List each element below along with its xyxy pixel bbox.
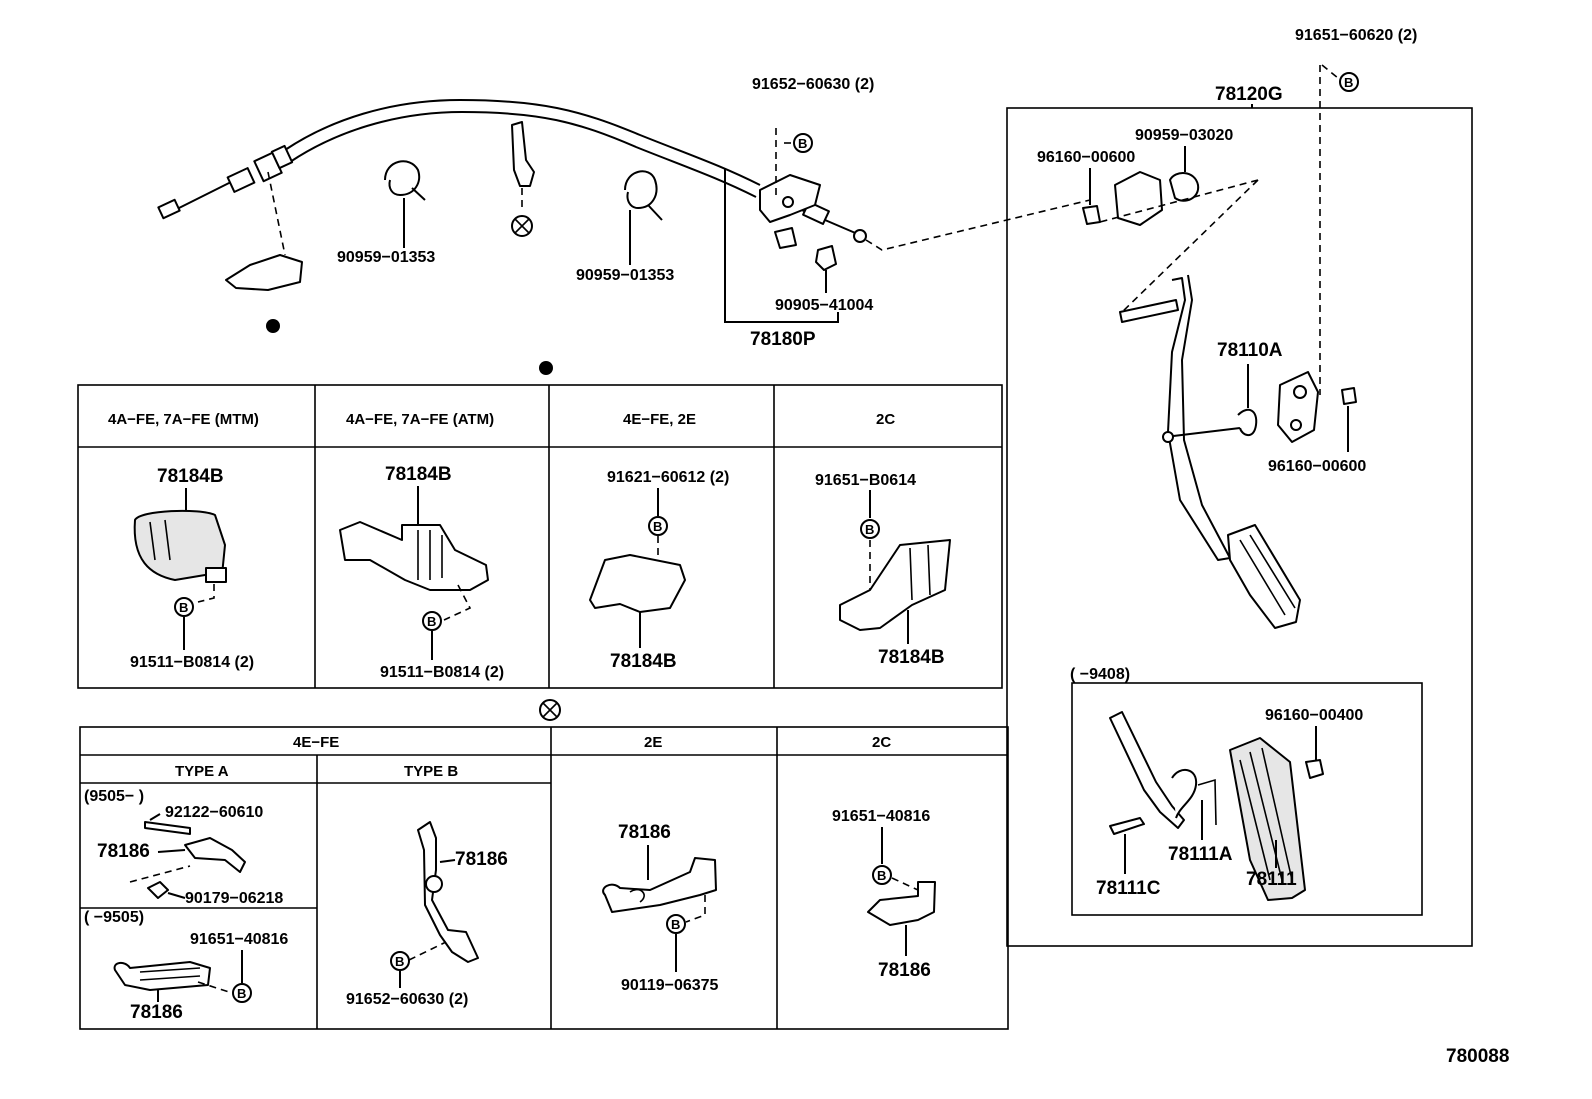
spring-variants-table: 4E−FE 2E 2C TYPE A TYPE B (9505− ) 92122…	[79, 726, 1009, 1030]
svg-text:91651−40816: 91651−40816	[190, 931, 288, 948]
svg-text:B: B	[877, 868, 886, 883]
svg-text:TYPE B: TYPE B	[404, 763, 458, 780]
svg-text:4E−FE: 4E−FE	[293, 734, 339, 751]
svg-text:91621−60612 (2): 91621−60612 (2)	[607, 469, 729, 486]
header-mtm: 4A−FE, 7A−FE (MTM)	[108, 411, 259, 428]
label-78110A: 78110A	[1217, 340, 1283, 361]
svg-text:78186: 78186	[878, 960, 931, 981]
svg-text:90119−06375: 90119−06375	[621, 977, 719, 994]
label-90905-41004: 90905−41004	[775, 297, 873, 314]
pedal-assembly-box	[1006, 107, 1473, 947]
label-90959-03020: 90959−03020	[1135, 127, 1233, 144]
diagram-code: 780088	[1446, 1046, 1509, 1067]
header-2c: 2C	[876, 411, 895, 428]
svg-text:91511−B0814 (2): 91511−B0814 (2)	[130, 654, 254, 671]
svg-text:B: B	[1344, 75, 1353, 90]
label-96160-00400: 96160−00400	[1265, 707, 1363, 724]
svg-text:TYPE A: TYPE A	[175, 763, 229, 780]
label-78180P: 78180P	[750, 329, 816, 350]
svg-text:90179−06218: 90179−06218	[185, 890, 283, 907]
label-96160-00600-a: 96160−00600	[1037, 149, 1135, 166]
bracket-variants-table: 4A−FE, 7A−FE (MTM) 4A−FE, 7A−FE (ATM) 4E…	[77, 384, 1003, 689]
label-78111C: 78111C	[1096, 878, 1161, 899]
svg-text:78186: 78186	[455, 849, 508, 870]
label-78120G: 78120G	[1215, 84, 1283, 105]
label-78111A: 78111A	[1168, 844, 1233, 865]
svg-text:2E: 2E	[644, 734, 662, 751]
svg-text:91651−B0614: 91651−B0614	[815, 472, 916, 489]
svg-text:B: B	[671, 917, 680, 932]
svg-text:91511−B0814 (2): 91511−B0814 (2)	[380, 664, 504, 681]
svg-text:92122−60610: 92122−60610	[165, 804, 263, 821]
bolt-mark	[793, 133, 813, 153]
svg-text:78186: 78186	[130, 1002, 183, 1023]
svg-text:(9505− ): (9505− )	[84, 788, 144, 805]
svg-text:B: B	[179, 600, 188, 615]
label-91652-60630-top: 91652−60630 (2)	[752, 76, 874, 93]
sub-assembly-box	[1071, 682, 1423, 916]
svg-text:B: B	[427, 614, 436, 629]
accelerator-cable-assembly	[157, 98, 867, 271]
label-sub-range: ( −9408)	[1070, 666, 1130, 683]
svg-text:91651−40816: 91651−40816	[832, 808, 930, 825]
svg-text:78186: 78186	[618, 822, 671, 843]
svg-text:B: B	[798, 136, 807, 151]
svg-text:B: B	[395, 954, 404, 969]
cable-bracket	[225, 171, 303, 333]
header-4e-2e: 4E−FE, 2E	[623, 411, 696, 428]
label-90959-01353-b: 90959−01353	[576, 267, 674, 284]
reference-dot	[539, 361, 553, 375]
label-96160-00600-b: 96160−00600	[1268, 458, 1366, 475]
label-90959-01353-a: 90959−01353	[337, 249, 435, 266]
svg-text:78184B: 78184B	[878, 647, 945, 668]
svg-text:78184B: 78184B	[385, 464, 452, 485]
svg-text:78184B: 78184B	[610, 651, 677, 672]
header-atm: 4A−FE, 7A−FE (ATM)	[346, 411, 494, 428]
cable-clip-center	[511, 121, 535, 237]
label-91651-60620: 91651−60620 (2)	[1295, 27, 1417, 44]
label-78111: 78111	[1246, 869, 1297, 890]
svg-text:B: B	[237, 986, 246, 1001]
svg-text:2C: 2C	[872, 734, 891, 751]
svg-text:78186: 78186	[97, 841, 150, 862]
cable-clamp-left	[384, 160, 426, 248]
svg-text:91652−60630 (2): 91652−60630 (2)	[346, 991, 468, 1008]
svg-text:B: B	[865, 522, 874, 537]
cable-clamp-right	[624, 170, 663, 265]
svg-text:( −9505): ( −9505)	[84, 909, 144, 926]
svg-text:B: B	[653, 519, 662, 534]
svg-text:78184B: 78184B	[157, 466, 224, 487]
